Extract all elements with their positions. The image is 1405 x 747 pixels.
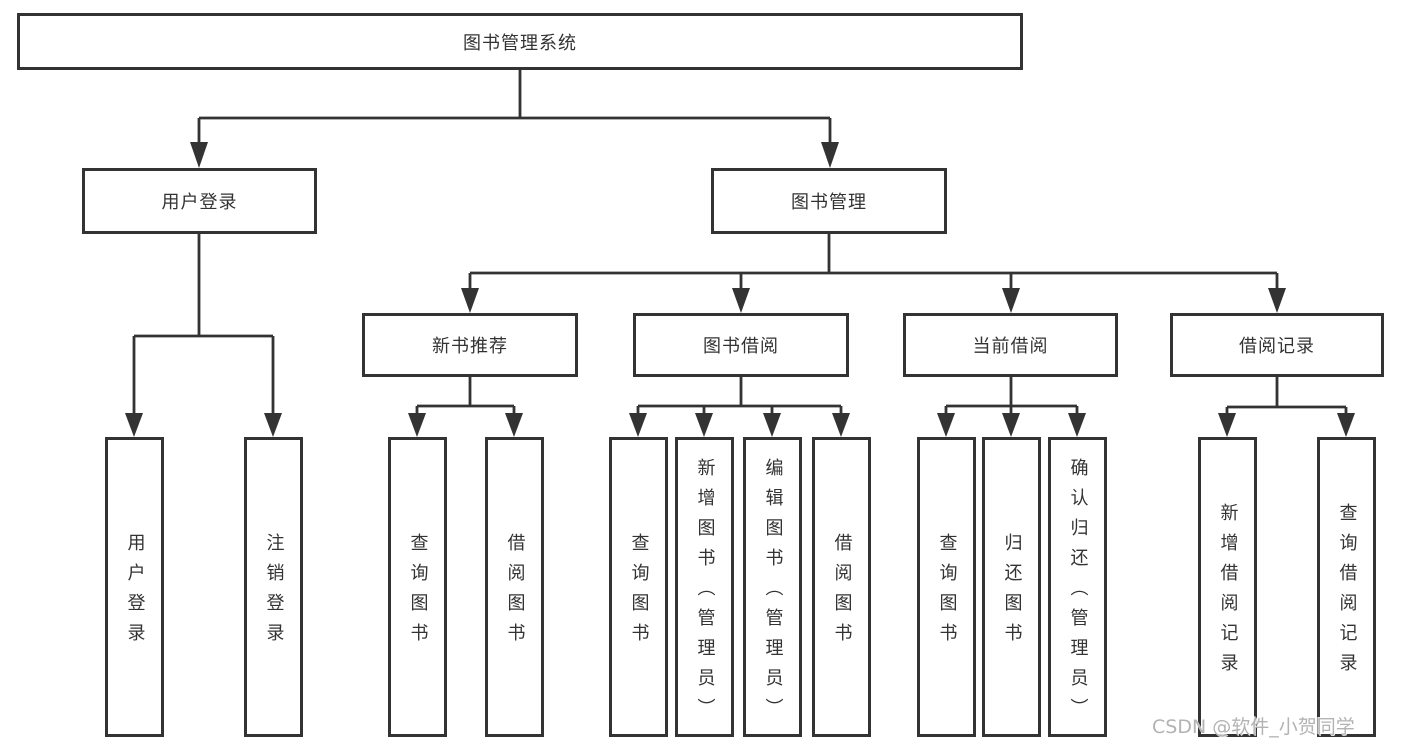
node-label: 当前借阅	[972, 336, 1049, 357]
node-label: 查询图书	[936, 533, 958, 653]
node-label: 图书管理	[791, 192, 867, 213]
node-label: 编辑图书（管理员）	[762, 458, 784, 728]
node-label: 查询图书	[407, 533, 429, 653]
node-label: 用户登录	[124, 533, 146, 653]
node-borrow-records: 借阅记录	[1170, 313, 1384, 377]
node-label: 借阅记录	[1239, 336, 1315, 357]
node-leaf-query-books-3: 查询图书	[917, 437, 976, 737]
node-label: 图书管理系统	[463, 32, 577, 54]
node-book-borrow: 图书借阅	[633, 313, 849, 377]
node-leaf-return-book: 归还图书	[982, 437, 1041, 737]
node-label: 确认归还（管理员）	[1067, 458, 1089, 728]
node-leaf-confirm-return-admin: 确认归还（管理员）	[1048, 437, 1107, 737]
node-label: 归还图书	[1001, 533, 1023, 653]
node-book-management: 图书管理	[711, 168, 947, 234]
node-label: 图书借阅	[703, 336, 779, 357]
node-leaf-logout: 注销登录	[244, 437, 303, 737]
node-label: 新增借阅记录	[1217, 503, 1239, 683]
node-leaf-add-borrow-record: 新增借阅记录	[1198, 437, 1257, 737]
node-label: 注销登录	[263, 533, 285, 653]
node-label: 新书推荐	[432, 336, 508, 357]
node-label: 新增图书（管理员）	[694, 458, 716, 728]
node-leaf-add-book-admin: 新增图书（管理员）	[675, 437, 734, 737]
node-leaf-borrow-books-2: 借阅图书	[812, 437, 871, 737]
node-leaf-query-borrow-record: 查询借阅记录	[1317, 437, 1376, 737]
node-new-book-recommend: 新书推荐	[362, 313, 578, 377]
node-user-login: 用户登录	[82, 168, 317, 234]
node-leaf-edit-book-admin: 编辑图书（管理员）	[743, 437, 802, 737]
node-book-management-system: 图书管理系统	[17, 13, 1023, 70]
node-label: 查询借阅记录	[1336, 503, 1358, 683]
node-current-borrow: 当前借阅	[903, 313, 1118, 377]
node-label: 借阅图书	[504, 533, 526, 653]
node-label: 借阅图书	[831, 533, 853, 653]
node-label: 用户登录	[161, 192, 238, 213]
csdn-watermark: CSDN @软件_小贺同学	[1152, 716, 1355, 738]
node-leaf-query-books-1: 查询图书	[388, 437, 447, 737]
node-leaf-query-books-2: 查询图书	[609, 437, 668, 737]
node-leaf-borrow-books-1: 借阅图书	[485, 437, 544, 737]
node-leaf-user-login: 用户登录	[105, 437, 164, 737]
node-label: 查询图书	[628, 533, 650, 653]
